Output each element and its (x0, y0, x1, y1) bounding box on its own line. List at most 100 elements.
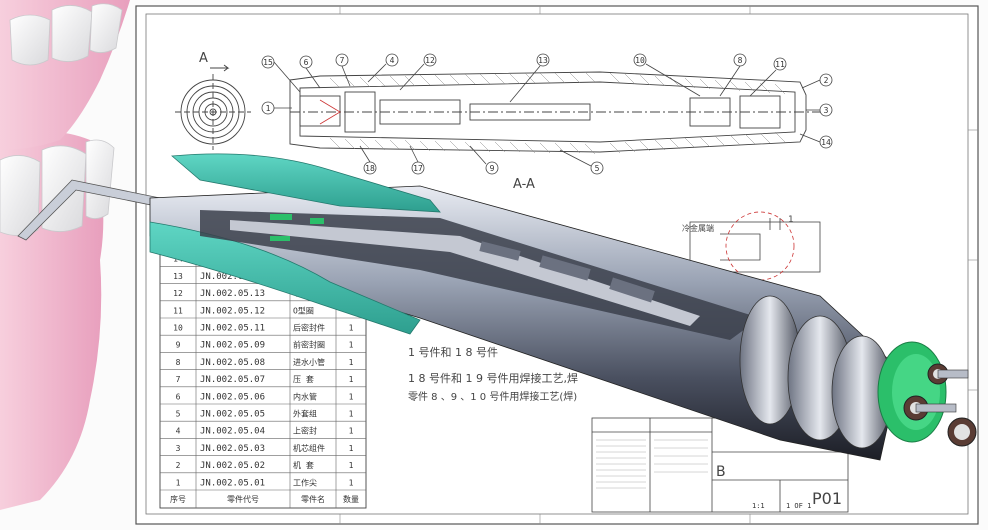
bom-cell-name: O型圈 (293, 306, 314, 315)
dimension-value: 1 (788, 215, 794, 225)
bom-cell-qty: 1 (349, 392, 354, 401)
svg-text:12: 12 (425, 56, 435, 65)
bom-cell-name: 内水管 (293, 391, 317, 401)
bom-cell-code: JN.002.05.03 (200, 444, 265, 454)
bom-header-code: 零件代号 (227, 494, 259, 504)
bom-cell-no: 6 (176, 392, 181, 401)
callout-6: 6 (299, 55, 321, 89)
bom-cell-no: 2 (176, 461, 181, 470)
svg-text:14: 14 (821, 138, 831, 147)
callout-10: 10 (633, 53, 701, 97)
bom-cell-name: 上密封 (293, 426, 317, 436)
end-view-drawing (175, 74, 251, 150)
bom-cell-no: 8 (176, 358, 181, 367)
svg-text:6: 6 (304, 58, 309, 67)
bom-cell-name: 前密封圈 (293, 340, 325, 350)
svg-text:9: 9 (490, 164, 495, 173)
technical-notes: 1 号件和 1 8 号件 1 8 号件和 1 9 号件用焊接工艺,焊 零件 8 … (408, 346, 578, 403)
bom-cell-no: 13 (173, 272, 183, 281)
bom-cell-code: JN.002.05.05 (200, 410, 265, 420)
bom-cell-qty: 1 (349, 375, 354, 384)
callout-1: 1 (261, 101, 292, 115)
bom-cell-qty: 1 (349, 427, 354, 436)
view-label-a: A (199, 51, 208, 66)
bom-cell-no: 5 (176, 410, 181, 419)
teeth-illustration (0, 0, 130, 510)
section-drawing (289, 71, 820, 155)
bom-cell-name: 进水小管 (293, 357, 325, 367)
view-arrow-icon (210, 64, 230, 72)
bom-cell-no: 11 (173, 306, 183, 315)
bom-cell-qty: 1 (349, 478, 354, 487)
bom-cell-qty: 1 (349, 341, 354, 350)
callout-13: 13 (509, 53, 550, 103)
bom-cell-name: 机芯组件 (293, 443, 325, 453)
bom-cell-name: 后密封件 (293, 323, 325, 333)
bom-cell-no: 4 (176, 427, 181, 436)
svg-text:18: 18 (365, 164, 375, 173)
bom-header-qty: 数量 (343, 494, 359, 504)
svg-text:4: 4 (390, 56, 395, 65)
callout-4: 4 (367, 53, 399, 83)
bom-cell-qty: 1 (349, 410, 354, 419)
svg-text:7: 7 (340, 56, 345, 65)
callout-18: 18 (359, 145, 377, 175)
callout-17: 17 (409, 145, 425, 175)
callout-8: 8 (719, 53, 747, 97)
page-count: 1 OF 1 (786, 502, 811, 510)
bom-cell-code: JN.002.05.02 (200, 461, 265, 471)
svg-text:11: 11 (775, 60, 785, 69)
svg-text:1: 1 (266, 104, 271, 113)
section-label: A-A (513, 177, 535, 192)
callout-9: 9 (469, 145, 499, 175)
bom-cell-no: 3 (176, 444, 181, 453)
bom-cell-no: 9 (176, 341, 181, 350)
svg-text:10: 10 (635, 56, 645, 65)
bom-cell-no: 7 (176, 375, 181, 384)
detail-label: 冷金属端 (682, 223, 714, 233)
scale-value: 1:1 (752, 502, 765, 510)
bom-cell-qty: 1 (349, 444, 354, 453)
bom-cell-name: 机 套 (293, 460, 314, 470)
callout-bubbles: 15 6 7 4 12 13 10 8 11 1 2 3 14 5 9 17 1… (261, 53, 833, 175)
connector-pins (903, 363, 977, 447)
bom-cell-no: 1 (176, 478, 181, 487)
callout-3: 3 (806, 103, 833, 117)
bom-cell-code: JN.002.05.06 (200, 392, 265, 402)
bom-header-name: 零件名 (301, 494, 325, 504)
bom-cell-name: 压 套 (293, 374, 314, 384)
bom-cell-name: 外套组 (293, 409, 317, 419)
detail-view (689, 211, 821, 281)
svg-text:15: 15 (263, 58, 273, 67)
svg-text:13: 13 (538, 56, 548, 65)
bom-cell-qty: 1 (349, 358, 354, 367)
bom-cell-qty: 1 (349, 324, 354, 333)
bom-cell-code: JN.002.05.04 (200, 427, 265, 437)
bom-cell-no: 12 (173, 289, 183, 298)
note-2: 1 8 号件和 1 9 号件用焊接工艺,焊 (408, 371, 578, 385)
handpiece-3d-model (149, 153, 977, 461)
note-3: 零件 8 、9 、1 0 号件用焊接工艺(焊) (408, 390, 577, 403)
bom-cell-code: JN.002.05.12 (200, 306, 265, 316)
svg-text:3: 3 (824, 106, 829, 115)
callout-2: 2 (801, 73, 833, 89)
callout-5: 5 (559, 149, 604, 175)
revision-letter: B (716, 464, 726, 480)
bom-cell-code: JN.002.05.08 (200, 358, 265, 368)
svg-text:8: 8 (738, 56, 743, 65)
svg-text:2: 2 (824, 76, 829, 85)
svg-text:5: 5 (595, 164, 600, 173)
bom-cell-no: 10 (173, 324, 183, 333)
bom-cell-code: JN.002.05.13 (200, 289, 265, 299)
bom-cell-code: JN.002.05.14 (200, 272, 265, 282)
svg-text:17: 17 (413, 164, 423, 173)
callout-11: 11 (749, 57, 787, 97)
note-1: 1 号件和 1 8 号件 (408, 346, 498, 359)
callout-15: 15 (261, 55, 301, 93)
sheet-number: P01 (812, 489, 842, 508)
bom-cell-name: 工作尖 (293, 477, 317, 487)
callout-12: 12 (399, 53, 437, 91)
bom-header-no: 序号 (170, 494, 186, 504)
bom-cell-code: JN.002.05.09 (200, 341, 265, 351)
